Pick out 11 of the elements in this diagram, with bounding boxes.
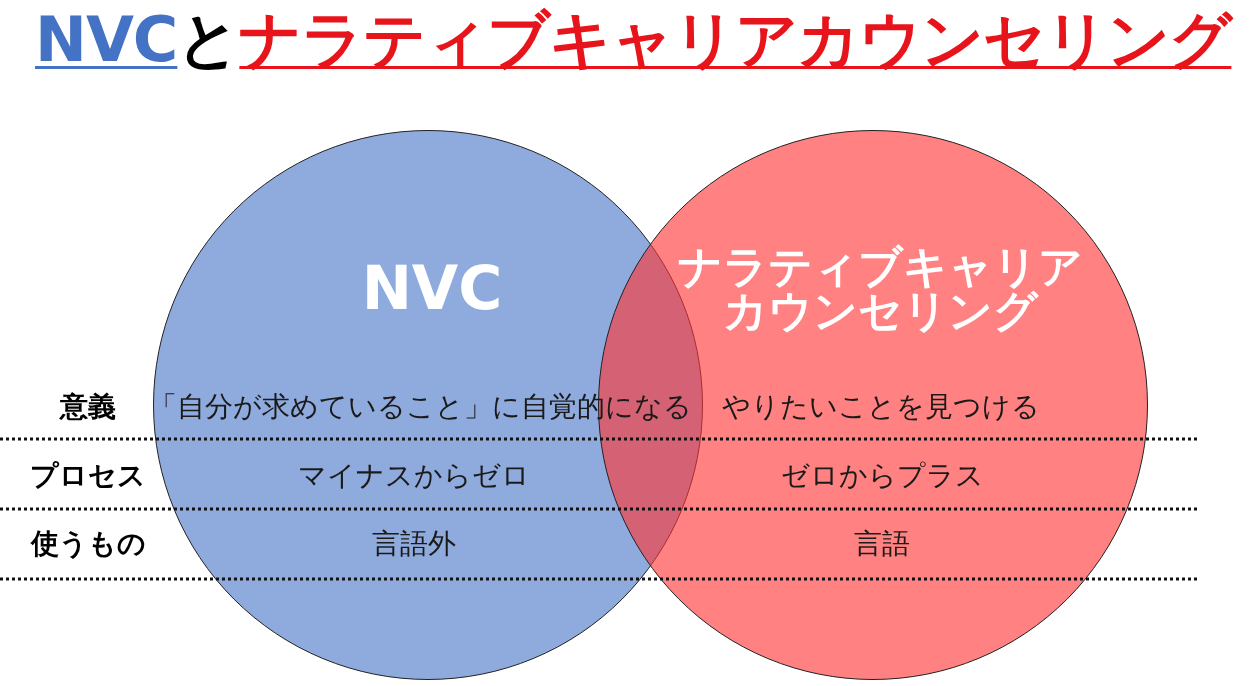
row-heading: 使うもの [30, 527, 146, 561]
title: NVCとナラティブキャリアカウンセリング [35, 4, 1232, 76]
table-text: 言語 [854, 527, 910, 561]
table-text: マイナスからゼロ [298, 459, 530, 493]
table-text: やりたいことを見つける [722, 390, 1040, 424]
table-text: 言語外 [372, 527, 456, 561]
circle-title: ナラティブキャリアカウンセリング [677, 241, 1083, 336]
row-heading: 意義 [60, 390, 116, 424]
circle-title: NVC [361, 253, 503, 323]
table-text: ゼロからプラス [780, 459, 984, 493]
row-heading: プロセス [30, 459, 146, 493]
